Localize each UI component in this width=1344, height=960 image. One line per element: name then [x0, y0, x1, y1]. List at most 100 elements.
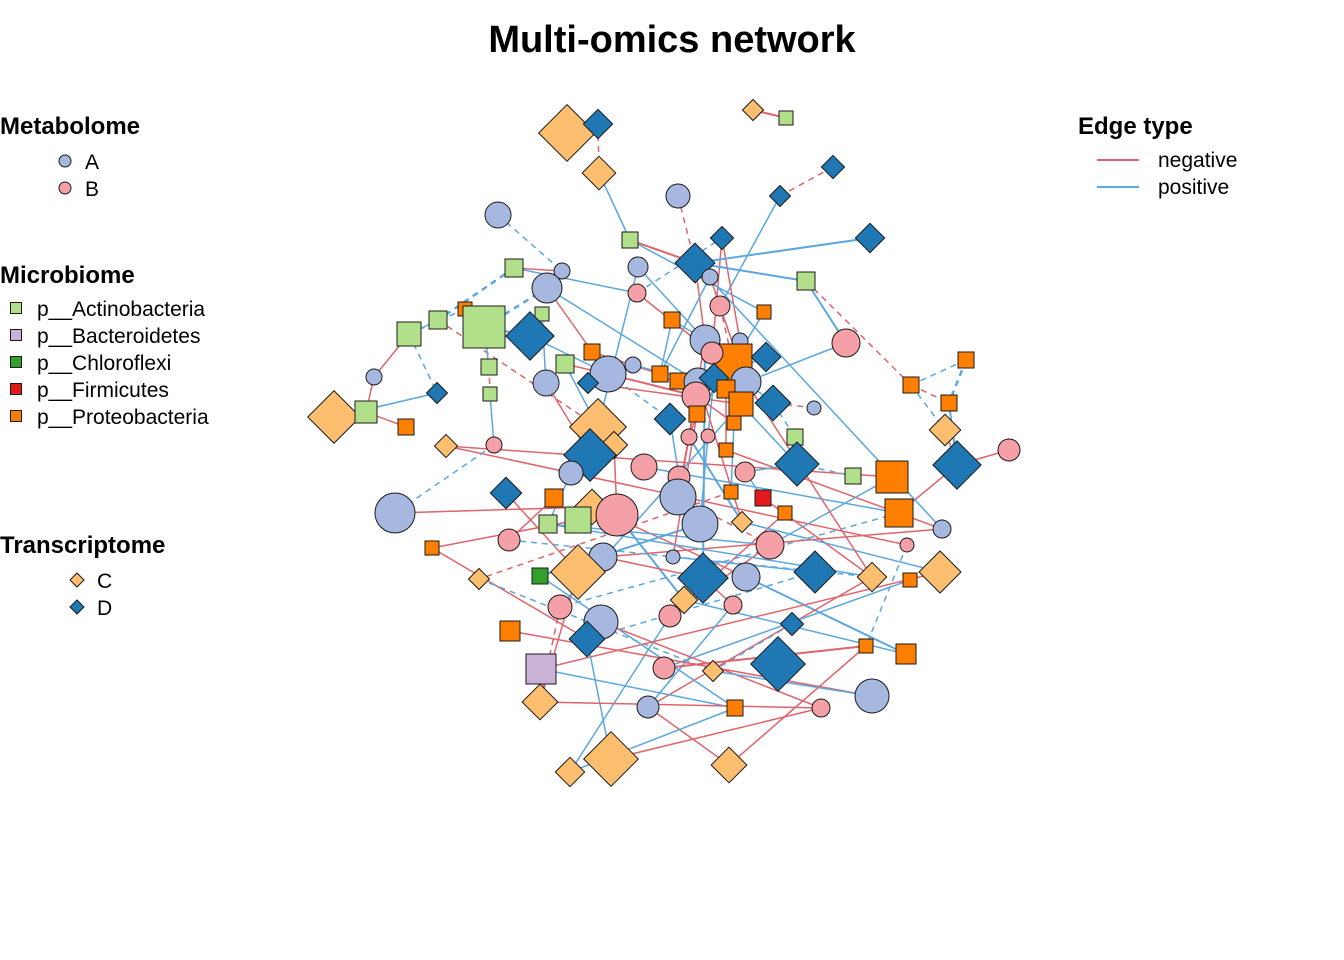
network-node-circle: [932, 519, 952, 539]
network-node-square: [754, 489, 772, 507]
network-node-diamond: [433, 433, 459, 459]
positive-edge: [712, 670, 873, 697]
network-node-square: [621, 231, 639, 249]
network-node-square: [786, 428, 804, 446]
network-nodes: [307, 98, 1021, 788]
network-node-circle: [595, 493, 639, 537]
microbiome-legend-swatch: [10, 383, 22, 395]
positive-edge: [540, 668, 736, 709]
network-node-diamond: [932, 440, 982, 490]
network-node-diamond: [505, 311, 555, 361]
microbiome-legend-label: p__Proteobacteria: [37, 406, 209, 429]
negative-edge: [431, 547, 588, 640]
positive-edge: [712, 623, 793, 672]
network-node-circle: [659, 478, 697, 516]
network-node-circle: [811, 698, 831, 718]
network-node-circle: [531, 272, 563, 304]
network-node-circle: [665, 549, 681, 565]
positive-edge: [559, 512, 900, 608]
microbiome-legend-title: Microbiome: [0, 262, 135, 289]
negative-edge: [610, 707, 822, 760]
positive-edge: [508, 539, 873, 578]
network-node-square: [723, 484, 739, 500]
network-node-diamond: [854, 222, 886, 254]
network-node-diamond: [677, 552, 729, 604]
network-node-square: [663, 311, 681, 329]
negative-edge: [779, 166, 834, 197]
network-node-square: [940, 394, 958, 412]
network-node-circle: [806, 400, 822, 416]
network-node-square: [726, 415, 742, 431]
microbiome-legend-swatch: [10, 356, 22, 368]
network-node-diamond: [549, 543, 607, 601]
network-node-square: [482, 386, 498, 402]
network-node-square: [499, 620, 521, 642]
positive-edge: [865, 544, 908, 647]
network-node-diamond: [489, 476, 523, 510]
negative-edge: [805, 280, 912, 386]
edge-type-legend-title: Edge type: [1078, 113, 1193, 140]
microbiome-legend-swatch: [10, 329, 22, 341]
transcriptome-legend-label: D: [97, 597, 112, 620]
network-node-square: [525, 653, 557, 685]
network-node-square: [858, 638, 874, 654]
network-node-diamond: [774, 441, 820, 487]
network-node-diamond: [710, 746, 748, 784]
edge-type-legend-label: negative: [1158, 149, 1237, 172]
network-node-diamond: [425, 381, 449, 405]
network-node-square: [844, 467, 862, 485]
metabolome-legend-swatch: [58, 181, 72, 195]
network-node-square: [875, 460, 909, 494]
network-node-diamond: [467, 567, 491, 591]
network-node-diamond: [669, 585, 699, 615]
positive-edge: [659, 319, 673, 375]
microbiome-legend-label: p__Firmicutes: [37, 379, 169, 402]
positive-edge: [437, 266, 515, 322]
network-node-circle: [831, 328, 861, 358]
negative-edge: [509, 630, 873, 697]
positive-edge: [741, 521, 941, 573]
network-node-diamond: [576, 371, 600, 395]
network-node-square: [396, 321, 422, 347]
network-node-square: [957, 351, 975, 369]
positive-edge: [745, 576, 907, 655]
network-node-square: [555, 354, 575, 374]
network-node-circle: [652, 656, 676, 680]
network-node-square: [778, 110, 794, 126]
positive-edge: [745, 342, 847, 383]
negative-edge: [539, 701, 822, 709]
network-node-circle: [755, 530, 785, 560]
positive-edge: [688, 436, 743, 523]
network-node-diamond: [856, 561, 888, 593]
network-node-square: [583, 343, 601, 361]
metabolome-legend-swatch: [58, 154, 72, 168]
network-node-square: [564, 506, 592, 534]
network-node-square: [544, 488, 564, 508]
network-node-diamond: [730, 510, 754, 534]
network-node-square: [428, 310, 448, 330]
network-node-circle: [547, 594, 573, 620]
positive-edge: [539, 575, 736, 709]
network-node-circle: [854, 678, 890, 714]
network-node-diamond: [568, 620, 606, 658]
negative-edge: [445, 445, 893, 478]
network-node-square: [480, 358, 498, 376]
network-node-diamond: [779, 611, 805, 637]
positive-edge: [489, 393, 495, 446]
transcriptome-legend-swatch: [69, 599, 85, 615]
network-node-square: [895, 643, 917, 665]
positive-edge: [637, 266, 706, 341]
negative-edge: [721, 237, 741, 342]
network-node-diamond: [537, 103, 597, 163]
network-node-circle: [497, 528, 521, 552]
network-node-diamond: [653, 402, 687, 436]
network-node-square: [726, 699, 744, 717]
transcriptome-legend-swatch: [69, 572, 85, 588]
network-node-circle: [636, 695, 660, 719]
metabolome-legend-label: A: [85, 151, 99, 174]
network-node-square: [504, 258, 524, 278]
positive-edge: [647, 604, 734, 708]
network-node-diamond: [521, 683, 559, 721]
positive-edge: [636, 237, 723, 294]
network-node-square: [462, 305, 506, 349]
